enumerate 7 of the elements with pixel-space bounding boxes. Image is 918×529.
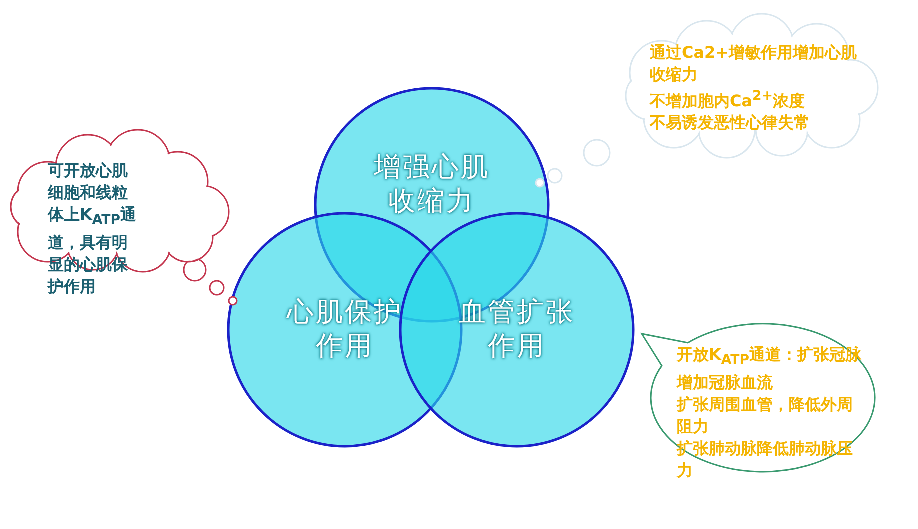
callout-text: 扩张周围血管，降低外周阻力 bbox=[677, 394, 854, 438]
callout-text: 不增加胞内Ca$^{2+}$浓度 bbox=[650, 88, 806, 112]
circle-label: 心肌保护作用 bbox=[286, 296, 404, 364]
callout-text: 通过Ca2+增敏作用增加心肌收缩力 bbox=[650, 42, 858, 86]
circle-label: 血管扩张作用 bbox=[458, 296, 576, 364]
callout-text: 不易诱发恶性心律失常 bbox=[650, 112, 811, 134]
circle-label: 增强心肌收缩力 bbox=[373, 151, 491, 219]
